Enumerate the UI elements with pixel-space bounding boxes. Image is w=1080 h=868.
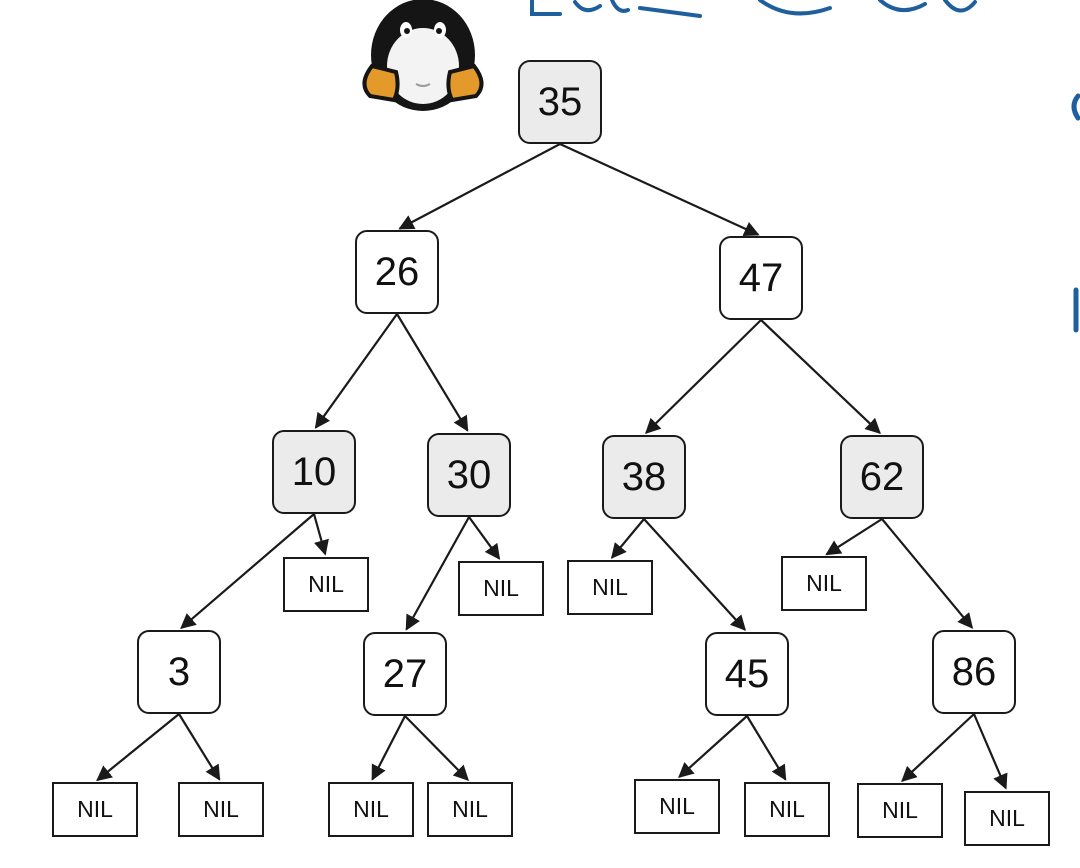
- tree-edge: [404, 715, 469, 781]
- tree-node-45: 45: [705, 632, 789, 716]
- tree-edge: [180, 513, 315, 630]
- tree-edge: [881, 518, 974, 629]
- tree-node-26: 26: [355, 230, 439, 314]
- tree-node-30: 30: [427, 433, 511, 517]
- tree-edge: [371, 715, 406, 781]
- tree-edge: [746, 715, 787, 781]
- nil-leaf: NIL: [634, 779, 720, 834]
- tree-edge: [312, 513, 329, 556]
- nil-leaf: NIL: [781, 556, 867, 611]
- nil-leaf: NIL: [744, 782, 830, 837]
- tree-edge: [559, 142, 760, 236]
- nil-leaf: NIL: [857, 783, 943, 838]
- tree-edge: [760, 319, 881, 434]
- tree-edge: [901, 713, 975, 783]
- tree-edge: [398, 143, 561, 230]
- tree-edge: [96, 713, 180, 782]
- tree-node-10: 10: [272, 430, 356, 514]
- tree-edge: [178, 713, 221, 781]
- nil-leaf: NIL: [178, 782, 264, 837]
- nil-leaf: NIL: [427, 782, 513, 837]
- nil-leaf: NIL: [964, 791, 1050, 846]
- tree-edge: [405, 516, 470, 631]
- nil-leaf: NIL: [328, 782, 414, 837]
- tree-edge: [610, 518, 645, 559]
- penguin-mascot-icon: [362, 0, 484, 111]
- tree-node-27: 27: [363, 632, 447, 716]
- nil-leaf: NIL: [283, 557, 369, 612]
- nil-leaf: NIL: [567, 560, 653, 615]
- tree-edge: [643, 518, 747, 631]
- tree-node-86: 86: [932, 630, 1016, 714]
- tree-node-3: 3: [137, 630, 221, 714]
- tree-edge: [468, 516, 501, 560]
- tree-node-47: 47: [719, 236, 803, 320]
- tree-edge: [396, 313, 469, 432]
- tree-edge: [678, 715, 748, 779]
- tree-edge: [825, 518, 883, 556]
- tree-edge: [972, 713, 1008, 790]
- nil-leaf: NIL: [52, 782, 138, 837]
- tree-edge: [645, 319, 762, 434]
- tree-node-62: 62: [840, 435, 924, 519]
- tree-node-35: 35: [518, 60, 602, 144]
- nil-leaf: NIL: [458, 561, 544, 616]
- tree-node-38: 38: [602, 435, 686, 519]
- tree-edge: [314, 313, 398, 429]
